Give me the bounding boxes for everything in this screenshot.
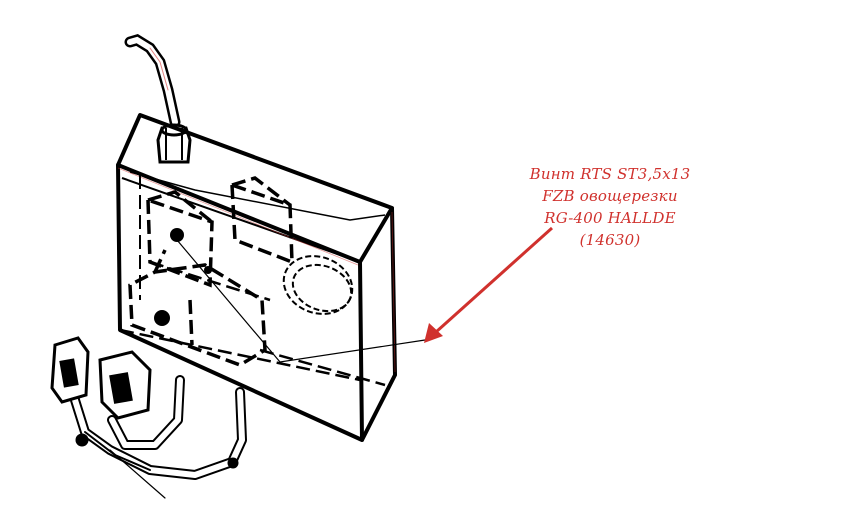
screw-icon <box>170 228 184 242</box>
callout-line-1: Винт RTS ST3,5x13 <box>529 165 691 183</box>
callout-line-4: (14630) <box>579 231 641 249</box>
callout-line-3: RG-400 HALLDE <box>544 209 676 227</box>
screw-icon <box>204 266 212 274</box>
callout-arrow <box>424 226 554 343</box>
screw-heads <box>154 228 212 326</box>
round-knockout <box>282 255 354 315</box>
screw-icon <box>154 310 170 326</box>
housing-box <box>116 113 397 442</box>
hidden-components <box>119 175 386 387</box>
terminal-connectors <box>50 336 239 469</box>
power-cable <box>124 34 181 128</box>
part-callout-label: Винт RTS ST3,5x13 FZB овощерезки RG-400 … <box>500 163 720 251</box>
leader-line <box>176 239 426 363</box>
wiring-harness <box>65 360 247 499</box>
cable-gland <box>156 123 192 164</box>
callout-line-2: FZB овощерезки <box>542 187 678 205</box>
